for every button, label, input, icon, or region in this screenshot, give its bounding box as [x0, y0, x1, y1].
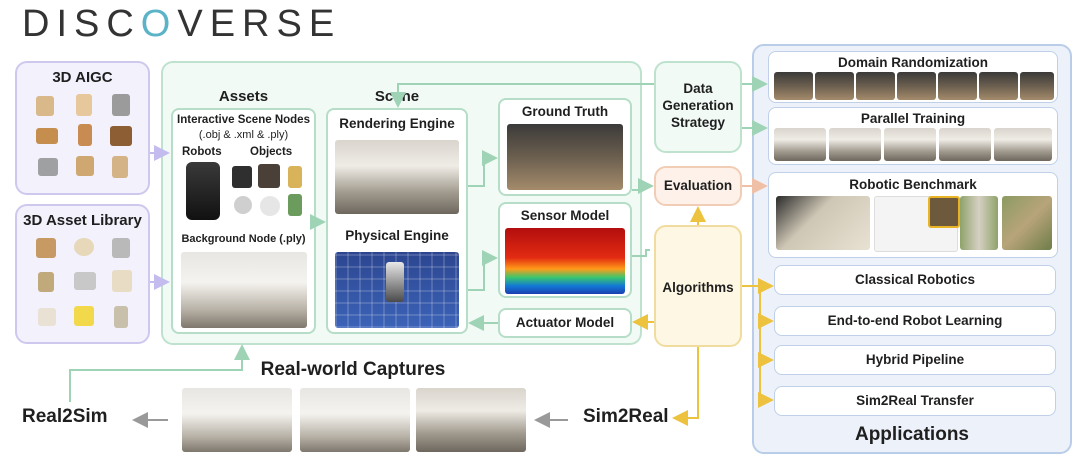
end-to-end-label: End-to-end Robot Learning — [827, 313, 1003, 328]
physical-engine-robot — [386, 262, 404, 302]
sensor-depth-image — [505, 228, 625, 294]
page-title: DISCOVERSE — [22, 3, 342, 45]
robots-label: Robots — [182, 146, 222, 158]
end-to-end-panel — [774, 306, 1056, 336]
aigc-label: 3D AIGC — [52, 69, 113, 86]
rendering-engine-label: Rendering Engine — [339, 116, 455, 131]
real-world-capture-1 — [182, 388, 292, 452]
background-node-label: Background Node (.ply) — [181, 233, 306, 245]
ground-truth-image — [507, 124, 623, 190]
applications-title: Applications — [854, 424, 969, 445]
real2sim-label: Real2Sim — [22, 406, 108, 427]
sim2real-label: Sim2Real — [583, 406, 669, 427]
classical-robotics-label: Classical Robotics — [854, 272, 976, 287]
robot-arm-image — [186, 162, 220, 220]
sim2real-transfer-label: Sim2Real Transfer — [856, 393, 974, 408]
rendering-engine-image — [335, 140, 459, 214]
domain-randomization-label: Domain Randomization — [837, 55, 988, 70]
evaluation-label: Evaluation — [663, 178, 733, 193]
algorithms-panel — [654, 225, 742, 347]
classical-robotics-panel — [774, 265, 1056, 295]
evaluation-panel — [654, 166, 742, 206]
robotic-benchmark-label: Robotic Benchmark — [849, 177, 977, 192]
sensor-model-label: Sensor Model — [520, 208, 610, 223]
assets-label: Assets — [218, 88, 269, 105]
interactive-scene-nodes-title: Interactive Scene Nodes — [177, 114, 310, 126]
parallel-training-label: Parallel Training — [860, 111, 966, 126]
hybrid-pipeline-label: Hybrid Pipeline — [865, 352, 965, 367]
asset-library-label: 3D Asset Library — [23, 212, 142, 229]
hybrid-pipeline-panel — [774, 345, 1056, 375]
sim2real-transfer-panel — [774, 386, 1056, 416]
real-world-capture-2 — [300, 388, 410, 452]
real-world-captures-label: Real-world Captures — [260, 359, 446, 380]
actuator-model-label: Actuator Model — [515, 315, 615, 330]
data-generation-strategy-panel — [654, 61, 742, 153]
ground-truth-label: Ground Truth — [521, 104, 609, 119]
actuator-model-panel[interactable] — [498, 308, 632, 338]
algorithms-label: Algorithms — [662, 280, 734, 295]
physical-engine-label: Physical Engine — [345, 228, 449, 243]
data-generation-strategy-label: Data Generation Strategy — [662, 81, 734, 130]
background-node-image — [181, 252, 307, 328]
interactive-scene-nodes-formats: (.obj & .xml & .ply) — [198, 129, 289, 141]
real-world-capture-3 — [416, 388, 526, 452]
objects-label: Objects — [250, 146, 293, 158]
